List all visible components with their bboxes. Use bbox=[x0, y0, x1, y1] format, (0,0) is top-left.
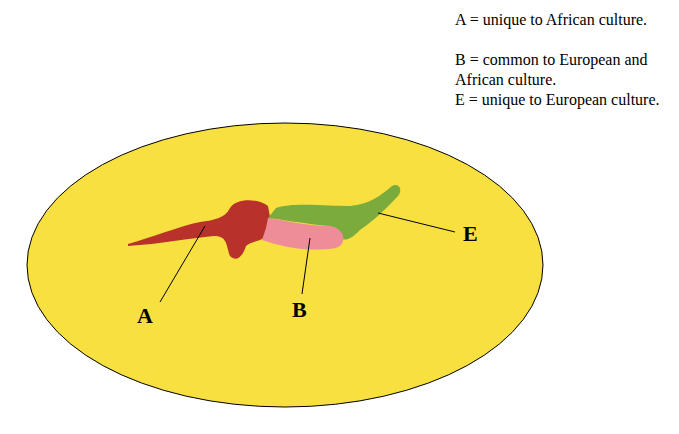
culture-ellipse bbox=[27, 123, 543, 407]
leader-line bbox=[302, 238, 310, 294]
legend-note: B = common to European and African cultu… bbox=[455, 50, 670, 90]
legend-note: E = unique to European culture. bbox=[455, 90, 670, 110]
legend-note: A = unique to African culture. bbox=[455, 10, 670, 30]
leader-line bbox=[378, 213, 455, 232]
shared-region bbox=[262, 218, 343, 250]
african-region bbox=[128, 200, 272, 259]
callout-letter: A bbox=[137, 304, 153, 328]
leader-line bbox=[160, 226, 205, 302]
callout-letter: B bbox=[292, 298, 307, 322]
callout-letter: E bbox=[463, 222, 478, 246]
